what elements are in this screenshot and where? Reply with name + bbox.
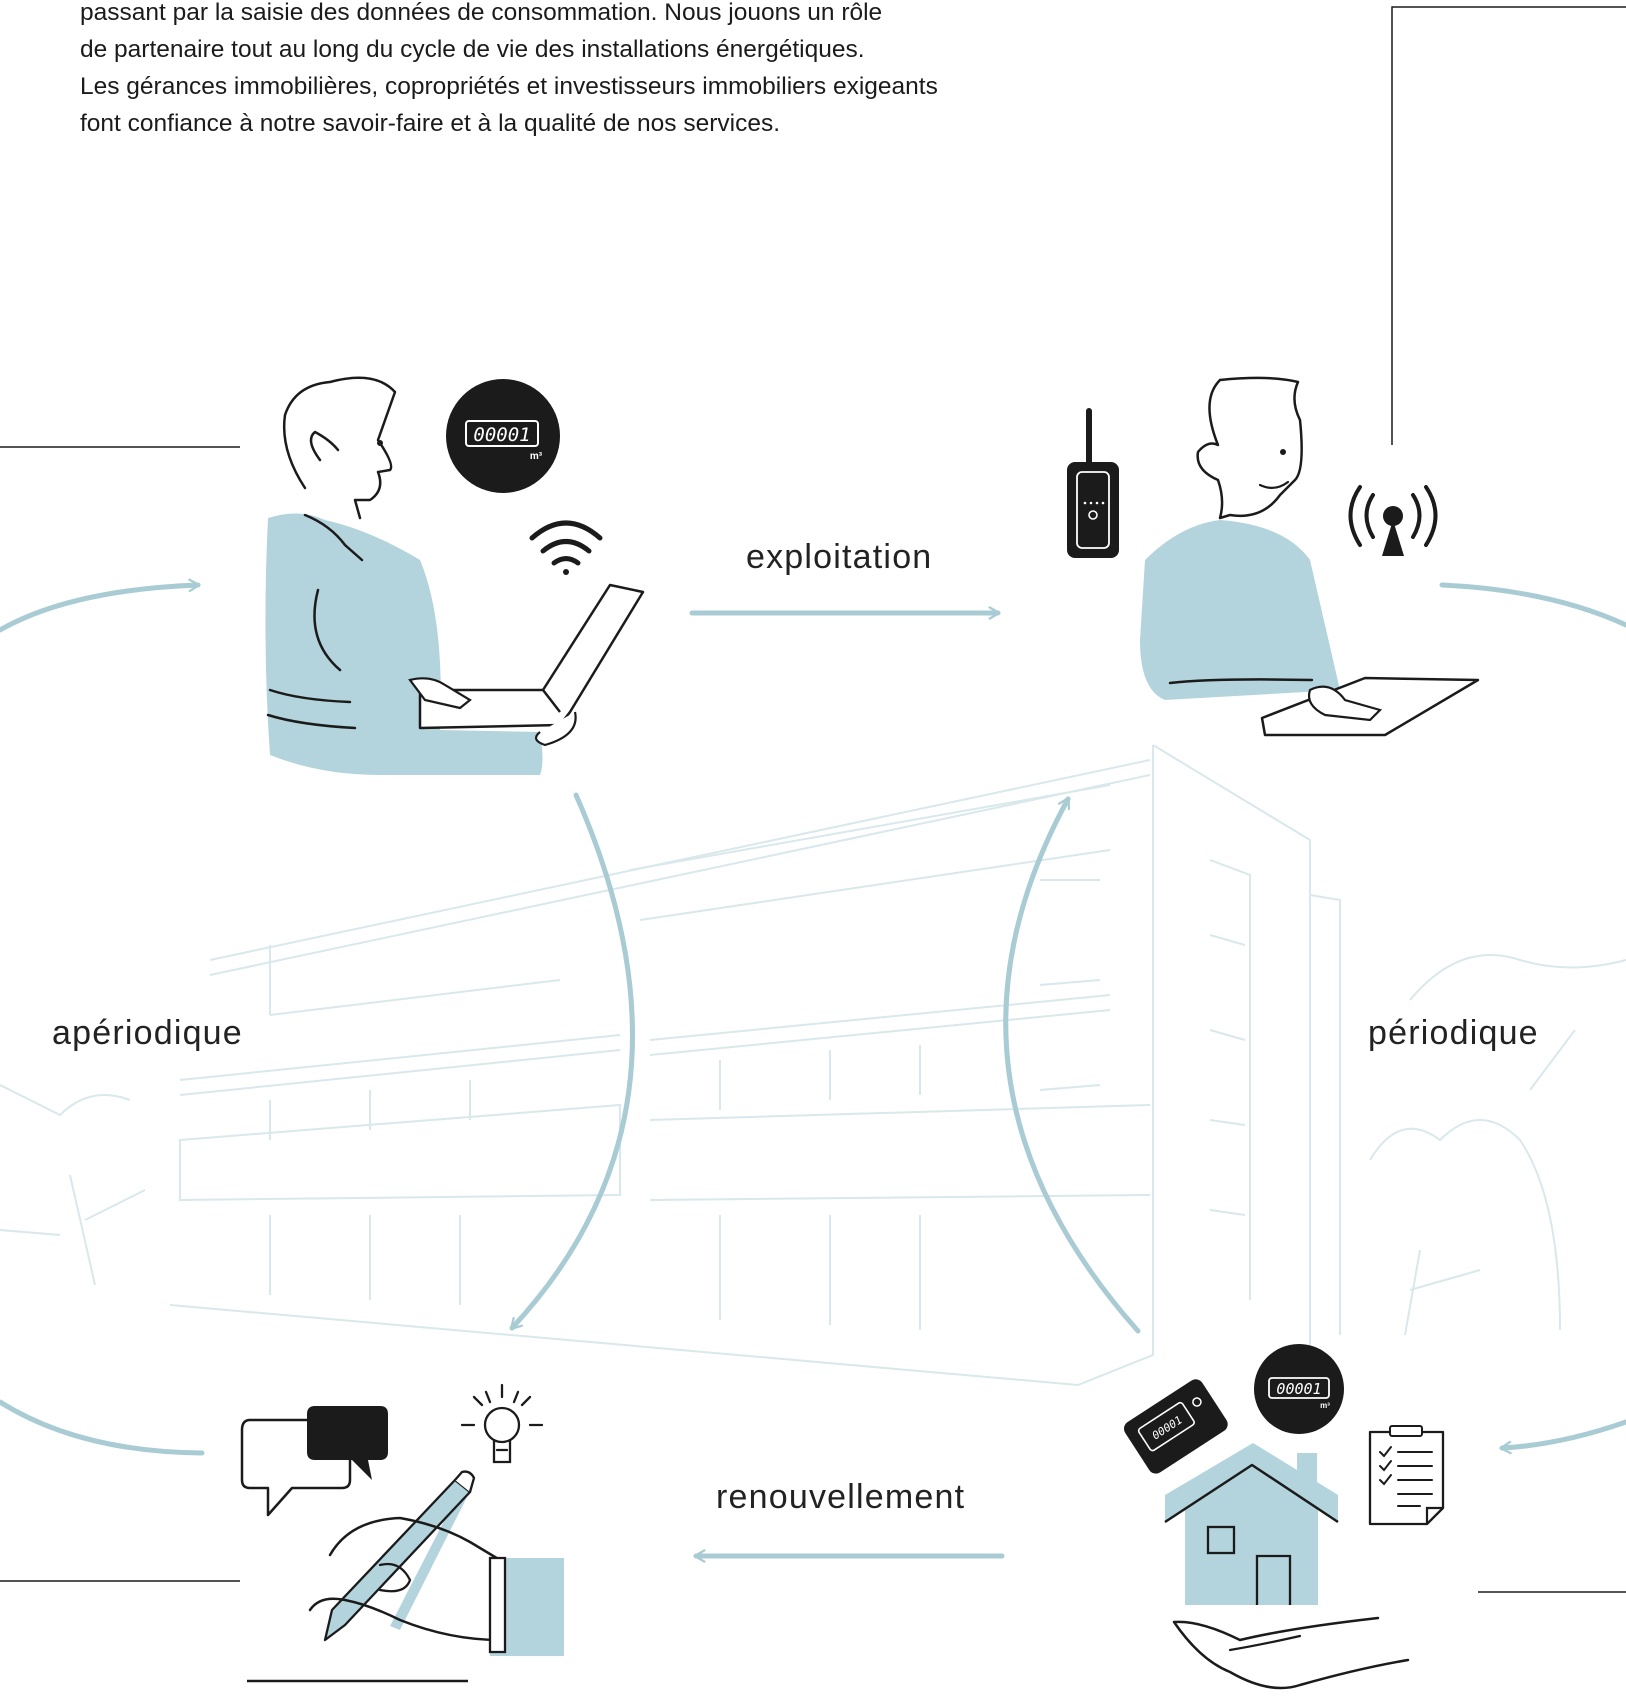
arrow-outer-left-bottom [0, 1399, 205, 1456]
checklist-clipboard-icon [1368, 1425, 1445, 1526]
intro-line: font confiance à notre savoir-faire et à… [80, 110, 780, 137]
technician-tablet-icon [1140, 376, 1480, 737]
label-renouvellement: renouvellement [716, 1478, 966, 1516]
arrow-outer-right-bottom [1499, 1419, 1626, 1455]
lightbulb-icon [460, 1383, 544, 1464]
technician-laptop-icon [265, 376, 645, 775]
label-exploitation: exploitation [746, 538, 933, 576]
reference-lines [0, 6, 1626, 1593]
speech-bubbles-icon [240, 1406, 388, 1517]
wifi-icon [529, 520, 603, 575]
arrow-outer-right-top [1439, 582, 1626, 628]
arrow-outer-left-top [0, 578, 201, 633]
meter-digits: 00001 [1276, 1380, 1321, 1398]
intro-line: Les gérances immobilières, copropriétés … [80, 73, 938, 100]
intro-line: passant par la saisie des données de con… [80, 0, 883, 26]
meter-unit: m³ [530, 451, 543, 462]
building-illustration [0, 744, 1626, 1387]
intro-line: de partenaire tout au long du cycle de v… [80, 36, 865, 63]
handheld-reader-icon: 00001 [1123, 1379, 1228, 1474]
house-in-hand-icon [1164, 1443, 1410, 1690]
cycle-arrows [0, 578, 1626, 1563]
label-periodique: périodique [1368, 1014, 1539, 1052]
water-meter-small-icon: 00001 m³ [1254, 1344, 1344, 1434]
meter-unit: m³ [1320, 1401, 1330, 1410]
antenna-signal-icon [1348, 485, 1438, 556]
hand-writing-icon [247, 1470, 564, 1683]
arrow-left-down [509, 792, 635, 1331]
radio-transmitter-icon [1067, 408, 1119, 558]
arrow-right-up [1003, 796, 1141, 1334]
intro-text: passant par la saisie des données de con… [80, 0, 1100, 142]
label-aperiodique: apériodique [52, 1014, 243, 1052]
water-meter-icon: 00001 m³ [446, 379, 560, 493]
meter-digits: 00001 [473, 424, 530, 446]
